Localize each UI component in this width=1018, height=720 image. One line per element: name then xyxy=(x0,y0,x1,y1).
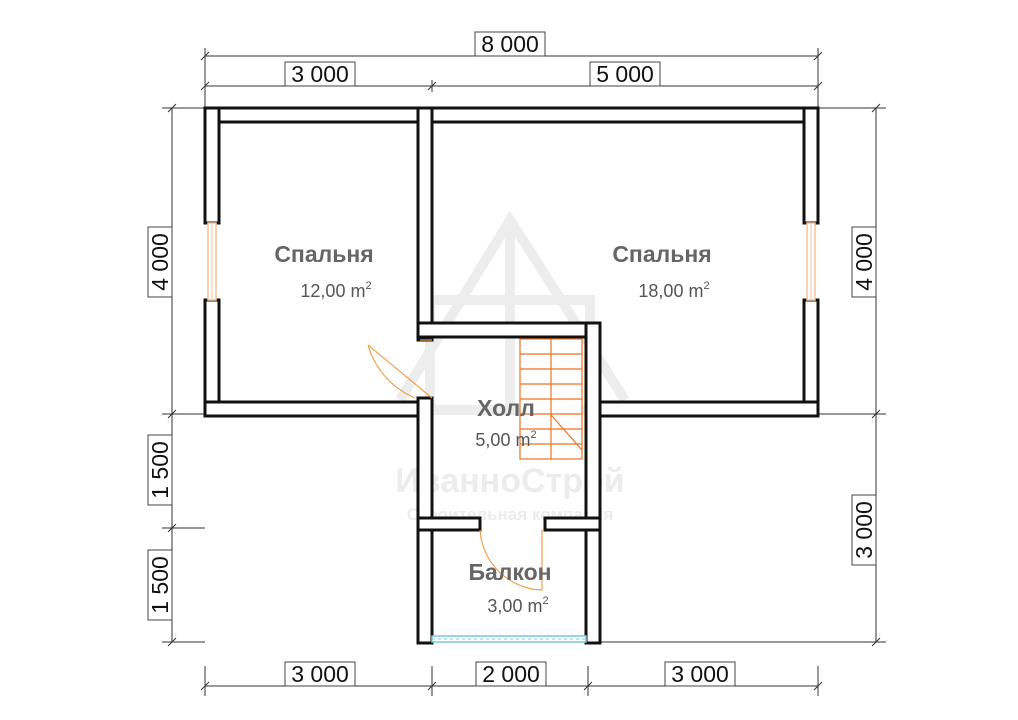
room-bedroom-left-name: Спальня xyxy=(274,241,373,267)
walls xyxy=(203,106,820,645)
dimension-label-boxes xyxy=(147,31,877,687)
wall-bottom-left-bedroom xyxy=(203,400,434,418)
wall-balcony-left xyxy=(416,516,482,532)
room-hall-area: 5,00 m2 xyxy=(475,429,536,450)
room-hall-name: Холл xyxy=(477,395,535,421)
dim-left-upper: 4 000 xyxy=(147,233,173,291)
room-bedroom-right-name: Спальня xyxy=(612,241,711,267)
room-balcony: Балкон 3,00 m2 xyxy=(468,559,551,616)
wall-right-lower xyxy=(802,298,820,416)
balcony-railing xyxy=(431,635,587,643)
wall-right-upper xyxy=(802,106,820,225)
dim-right-lower: 3 000 xyxy=(851,501,877,559)
dimension-lines xyxy=(162,48,886,696)
room-bedroom-left: Спальня 12,00 m2 xyxy=(274,241,373,301)
dim-bottom-left: 3 000 xyxy=(291,661,349,687)
dim-right-upper: 4 000 xyxy=(851,233,877,291)
room-balcony-name: Балкон xyxy=(468,559,551,585)
wall-bottom-right-bedroom xyxy=(584,400,820,418)
wall-left-upper xyxy=(203,106,221,225)
room-bedroom-right-area: 18,00 m2 xyxy=(638,280,709,301)
stairs-arrow xyxy=(550,414,583,451)
doors xyxy=(367,339,543,591)
room-balcony-area: 3,00 m2 xyxy=(487,595,548,616)
room-bedroom-right: Спальня 18,00 m2 xyxy=(612,241,711,301)
dim-top-right: 5 000 xyxy=(596,61,654,87)
stairs xyxy=(519,338,583,460)
wall-partition-left xyxy=(416,106,434,342)
wall-top xyxy=(203,106,820,124)
wall-hall-right xyxy=(584,321,602,645)
dim-bottom-middle: 2 000 xyxy=(482,661,540,687)
room-hall: Холл 5,00 m2 xyxy=(475,395,536,450)
room-bedroom-left-area: 12,00 m2 xyxy=(300,280,371,301)
dim-left-lower: 1 500 xyxy=(147,556,173,614)
windows xyxy=(207,222,816,301)
wall-left-lower xyxy=(203,298,221,416)
door-balcony-swing xyxy=(479,529,543,591)
dim-top-total: 8 000 xyxy=(481,31,539,57)
dim-bottom-right: 3 000 xyxy=(671,661,729,687)
door-left-bedroom-swing xyxy=(367,344,433,399)
wall-balcony-right xyxy=(543,516,602,532)
dim-top-left: 3 000 xyxy=(291,61,349,87)
wall-partition-hall-top xyxy=(416,321,602,339)
dim-left-middle: 1 500 xyxy=(147,441,173,499)
